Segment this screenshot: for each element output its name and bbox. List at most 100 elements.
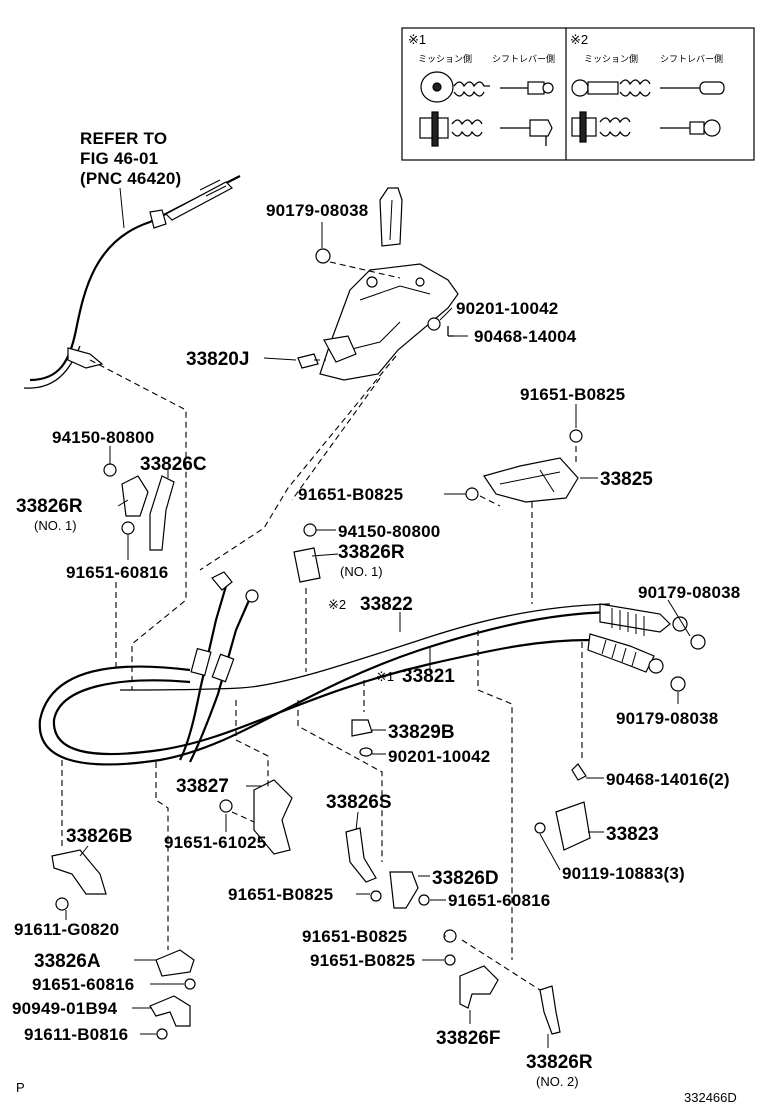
label-91651-60816-a: 91651-60816: [66, 563, 168, 582]
nut-94150-mid: [303, 523, 317, 537]
label-90468-14004: 90468-14004: [474, 327, 577, 346]
bolt-91651-left: [121, 521, 135, 535]
variant-inset: ※1 ※2 ミッション側 シフトレバー側 ミッション側 シフトレバー側: [401, 27, 755, 161]
refer-note: REFER TO FIG 46-01 (PNC 46420): [80, 129, 181, 229]
shift-cables: [38, 571, 688, 766]
inset-mission-side-2: ミッション側: [584, 53, 638, 64]
hardware-parts: [51, 248, 706, 1040]
label-90468-14016: 90468-14016(2): [606, 770, 730, 789]
label-33825: 33825: [600, 469, 653, 490]
bolt-91651-60816-c: [184, 978, 196, 990]
label-33826B: 33826B: [66, 826, 133, 847]
label-33827: 33827: [176, 776, 229, 797]
label-94150-80800-a: 94150-80800: [52, 428, 154, 447]
reference-lines: [61, 261, 583, 991]
bolt-91651-61025: [219, 799, 233, 813]
bracket-33827: [253, 779, 293, 855]
part-labels: 90179-08038 90201-10042 90468-14004 3382…: [12, 201, 740, 1089]
label-33826A: 33826A: [34, 951, 101, 972]
label-90179-08038-top: 90179-08038: [266, 201, 368, 220]
label-90179-08038-r1: 90179-08038: [638, 583, 740, 602]
nut-90179-r1: [690, 634, 706, 650]
refer-line-1: REFER TO: [80, 129, 167, 148]
bracket-33826C: [149, 475, 175, 551]
label-91651-61025: 91651-61025: [164, 833, 266, 852]
bracket-33825: [483, 457, 579, 503]
clip-90468-14016: [571, 763, 587, 781]
footer: P 332466D: [16, 1080, 737, 1105]
figure-code: 332466D: [684, 1090, 737, 1105]
bracket-33826F: [459, 965, 499, 1009]
label-91651-B0825-c: 91651-B0825: [228, 885, 333, 904]
bolt-91651-c: [370, 890, 382, 902]
bolt-91651-e: [444, 954, 456, 966]
label-33826R-a: 33826R: [16, 496, 83, 517]
inset-lever-side-1: シフトレバー側: [492, 53, 555, 64]
label-91651-B0825-a: 91651-B0825: [520, 385, 625, 404]
label-90949-01B94: 90949-01B94: [12, 999, 118, 1018]
label-90201-10042-top: 90201-10042: [456, 299, 558, 318]
bracket-33826B: [51, 849, 107, 895]
bolt-91651-mid: [465, 487, 479, 501]
label-33826S: 33826S: [326, 792, 392, 813]
external-cable: [23, 175, 241, 389]
label-33826R-c-no: (NO. 2): [536, 1074, 579, 1089]
bolt-91611-G0820: [55, 897, 69, 911]
refer-line-2: FIG 46-01: [80, 149, 158, 168]
leader-lines: [65, 222, 691, 1048]
label-33821: 33821: [402, 666, 455, 687]
bracket-33826R-mid: [293, 547, 321, 583]
label-91651-60816-c: 91651-60816: [32, 975, 134, 994]
clip-33829B: [351, 719, 373, 737]
label-33821-mark: ※1: [376, 669, 394, 684]
bracket-33826D: [389, 871, 419, 909]
washer-top: [427, 317, 441, 331]
bracket-33826R-bottom: [539, 985, 561, 1035]
label-91651-B0825-b: 91651-B0825: [298, 485, 403, 504]
label-91651-60816-b: 91651-60816: [448, 891, 550, 910]
nut-top: [315, 248, 331, 264]
label-33826R-b-no: (NO. 1): [340, 564, 383, 579]
nut-90179-r2: [670, 676, 686, 692]
label-33826R-c: 33826R: [526, 1052, 593, 1073]
bolt-91651-60816-b: [418, 894, 430, 906]
label-33829B: 33829B: [388, 722, 455, 743]
label-33822-mark: ※2: [328, 597, 346, 612]
pin-top: [447, 326, 454, 337]
label-91611-B0816: 91611-B0816: [24, 1025, 128, 1044]
label-90201-10042-b: 90201-10042: [388, 747, 490, 766]
label-94150-80800-b: 94150-80800: [338, 522, 440, 541]
page-mark: P: [16, 1080, 25, 1095]
bolt-91651-top: [569, 429, 583, 443]
refer-line-3: (PNC 46420): [80, 169, 181, 188]
inset-variant-2-sketches: [571, 79, 725, 143]
inset-mark-2: ※2: [570, 32, 588, 47]
bracket-33826A: [155, 949, 195, 977]
inset-lever-side-2: シフトレバー側: [660, 53, 723, 64]
label-91611-G0820: 91611-G0820: [14, 920, 119, 939]
label-91651-B0825-e: 91651-B0825: [310, 951, 415, 970]
label-91651-B0825-d: 91651-B0825: [302, 927, 407, 946]
label-90119-10883: 90119-10883(3): [562, 864, 685, 883]
label-33822: 33822: [360, 594, 413, 615]
clamp-90949: [149, 995, 191, 1027]
label-33826C: 33826C: [140, 454, 207, 475]
label-33826R-a-no: (NO. 1): [34, 518, 77, 533]
inset-variant-1-sketches: [419, 71, 554, 147]
nut-94150-left: [103, 463, 117, 477]
label-33826F: 33826F: [436, 1028, 500, 1049]
label-33826R-b: 33826R: [338, 542, 405, 563]
label-90179-08038-r2: 90179-08038: [616, 709, 718, 728]
clip-33820J: [297, 353, 319, 369]
inset-mark-1: ※1: [408, 32, 426, 47]
label-33820J: 33820J: [186, 349, 249, 370]
bracket-33826S: [345, 827, 377, 883]
bracket-33826R-left: [121, 475, 149, 517]
washer-90201: [359, 747, 373, 757]
bracket-33823: [555, 801, 591, 851]
bolt-90119: [534, 822, 546, 834]
label-33826D: 33826D: [432, 868, 499, 889]
inset-mission-side-1: ミッション側: [418, 53, 472, 64]
bolt-91611-B0816: [156, 1028, 168, 1040]
